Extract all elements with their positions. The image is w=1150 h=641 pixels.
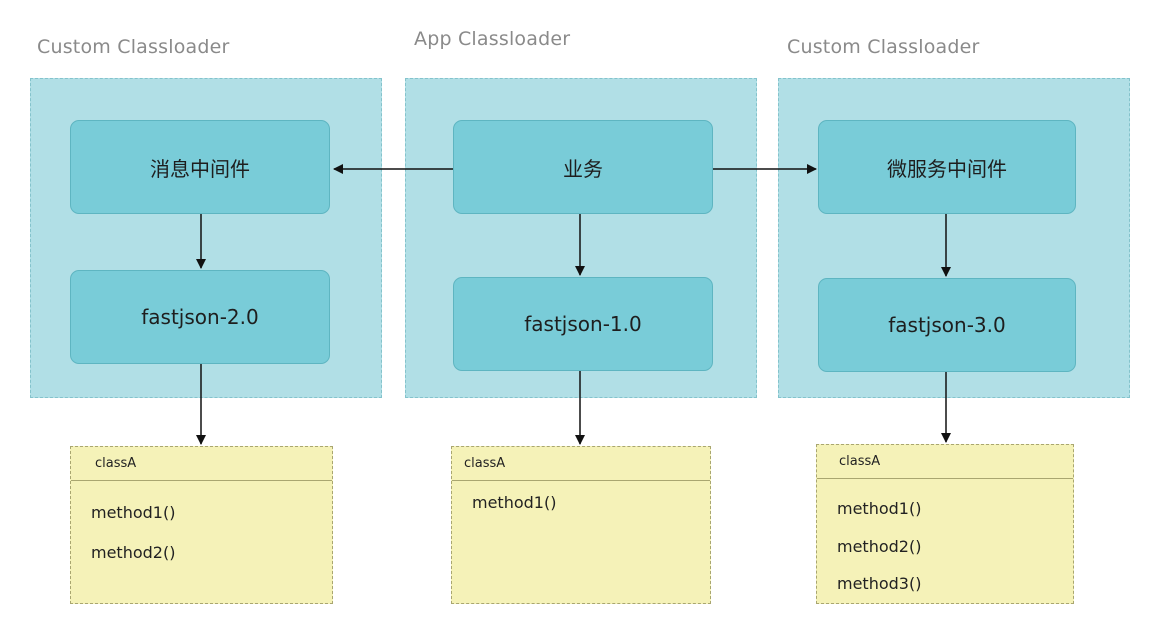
node-fastjson-3: fastjson-3.0 — [818, 278, 1076, 372]
class-method: method3() — [837, 574, 922, 593]
class-box-middle: classA method1() — [451, 446, 711, 604]
node-microservice-middleware: 微服务中间件 — [818, 120, 1076, 214]
class-box-right: classA method1() method2() method3() — [816, 444, 1074, 604]
class-method: method2() — [837, 537, 922, 556]
class-name: classA — [452, 447, 710, 481]
node-business: 业务 — [453, 120, 713, 214]
class-method: method1() — [472, 493, 557, 512]
loader-title-app: App Classloader — [414, 28, 571, 50]
class-method: method1() — [837, 499, 922, 518]
loader-title-custom-right: Custom Classloader — [787, 36, 980, 58]
node-message-middleware: 消息中间件 — [70, 120, 330, 214]
class-box-left: classA method1() method2() — [70, 446, 333, 604]
node-fastjson-2: fastjson-2.0 — [70, 270, 330, 364]
loader-title-custom-left: Custom Classloader — [37, 36, 230, 58]
class-name: classA — [71, 447, 332, 481]
class-method: method1() — [91, 503, 176, 522]
class-method: method2() — [91, 543, 176, 562]
node-fastjson-1: fastjson-1.0 — [453, 277, 713, 371]
class-name: classA — [817, 445, 1073, 479]
